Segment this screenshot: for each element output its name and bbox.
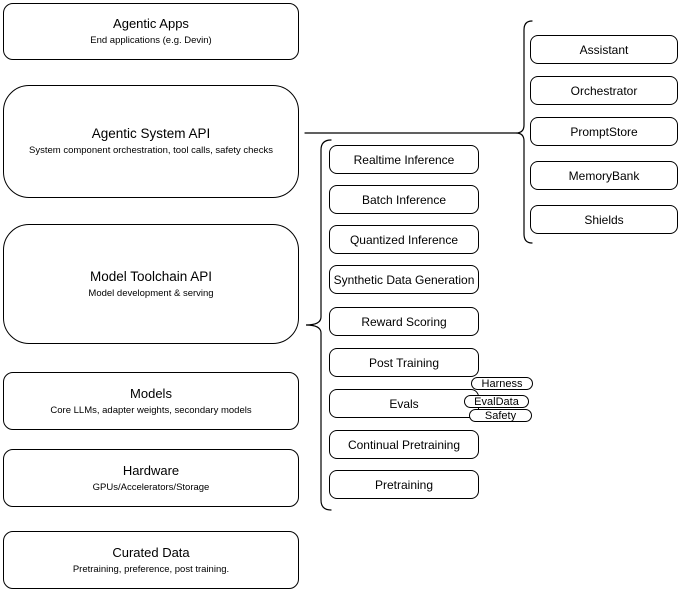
node-assistant: Assistant [530, 35, 678, 64]
node-promptstore: PromptStore [530, 117, 678, 146]
node-title: Hardware [122, 462, 180, 478]
node-title: Agentic Apps [113, 16, 189, 31]
node-reward-scoring: Reward Scoring [329, 307, 479, 336]
node-hardware: Hardware GPUs/Accelerators/Storage [3, 449, 299, 507]
node-realtime-inference: Realtime Inference [329, 145, 479, 174]
node-subtitle: Core LLMs, adapter weights, secondary mo… [50, 404, 252, 416]
pill-evaldata: EvalData [464, 395, 529, 408]
toolchain-brace [305, 139, 332, 511]
node-subtitle: GPUs/Accelerators/Storage [92, 481, 210, 493]
node-subtitle: Pretraining, preference, post training. [72, 563, 230, 575]
node-shields: Shields [530, 205, 678, 234]
node-curated-data: Curated Data Pretraining, preference, po… [3, 531, 299, 589]
node-model-toolchain-api: Model Toolchain API Model development & … [3, 224, 299, 344]
node-batch-inference: Batch Inference [329, 185, 479, 214]
node-evals: Evals [329, 389, 479, 418]
node-title: Agentic System API [91, 126, 211, 141]
node-title: Model Toolchain API [89, 268, 213, 284]
system-components-brace [515, 20, 533, 244]
node-models: Models Core LLMs, adapter weights, secon… [3, 372, 299, 430]
node-subtitle: System component orchestration, tool cal… [29, 145, 273, 156]
node-agentic-apps: Agentic Apps End applications (e.g. Devi… [3, 3, 299, 60]
node-pretraining: Pretraining [329, 470, 479, 499]
node-agentic-system-api: Agentic System API System component orch… [3, 85, 299, 198]
node-post-training: Post Training [329, 348, 479, 377]
pill-harness: Harness [471, 377, 533, 390]
node-memorybank: MemoryBank [530, 161, 678, 190]
node-synthetic-data-generation: Synthetic Data Generation [329, 265, 479, 294]
node-subtitle: Model development & serving [88, 287, 214, 299]
pill-safety: Safety [469, 409, 532, 422]
node-quantized-inference: Quantized Inference [329, 225, 479, 254]
node-title: Models [130, 385, 172, 401]
node-orchestrator: Orchestrator [530, 76, 678, 105]
node-subtitle: End applications (e.g. Devin) [90, 35, 212, 46]
node-title: Curated Data [112, 544, 190, 560]
node-continual-pretraining: Continual Pretraining [329, 430, 479, 459]
